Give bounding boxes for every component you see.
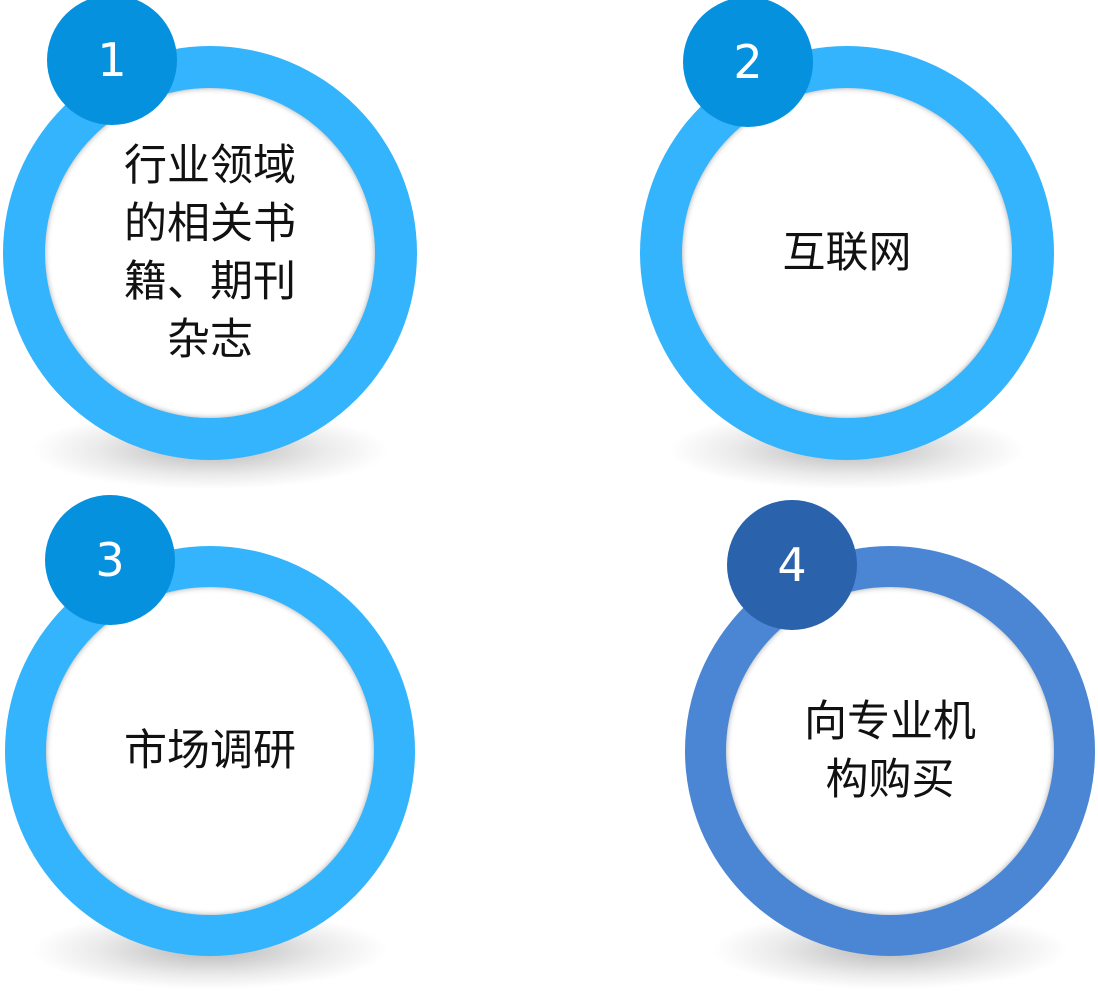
number-badge-4: 4 — [727, 500, 857, 630]
source-circle-2-inner: 互联网 — [682, 88, 1012, 418]
source-circle-3-inner: 市场调研 — [46, 587, 374, 915]
source-label-3: 市场调研 — [124, 726, 296, 776]
source-circle-4-inner: 向专业机构购买 — [726, 587, 1054, 915]
source-circle-1-inner: 行业领域的相关书籍、期刊杂志 — [45, 88, 375, 418]
source-label-4: 向专业机构购买 — [804, 697, 976, 805]
number-badge-2: 2 — [683, 0, 813, 127]
source-label-2: 互联网 — [782, 228, 912, 278]
number-badge-1: 1 — [47, 0, 177, 125]
source-label-1: 行业领域的相关书籍、期刊杂志 — [124, 141, 296, 365]
number-badge-3: 3 — [45, 495, 175, 625]
